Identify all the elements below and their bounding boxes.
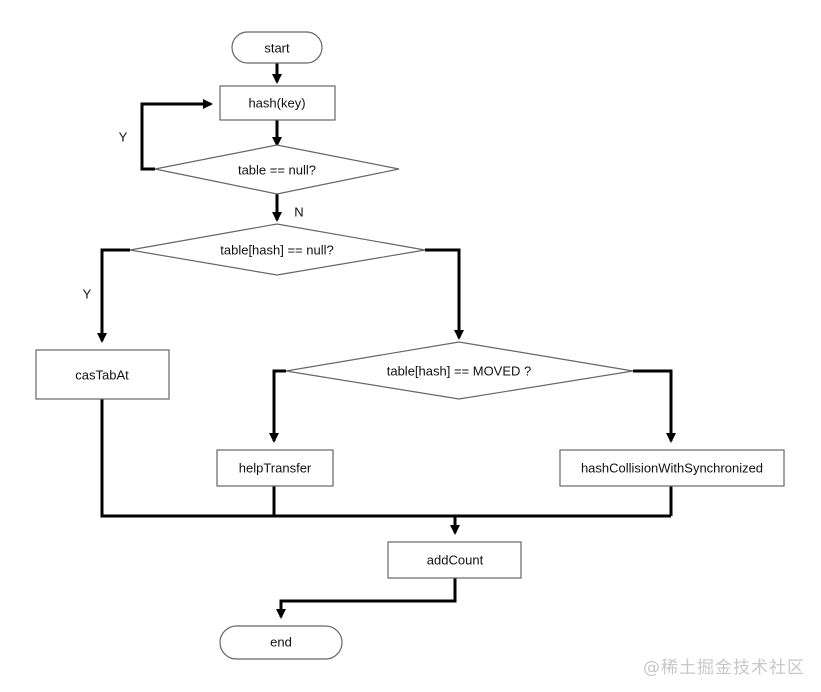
edge-label-bin-yes: Y	[83, 287, 92, 302]
moved-label: table[hash] == MOVED ?	[387, 364, 532, 379]
start-label: start	[264, 41, 290, 56]
edge-label-loop-yes: Y	[119, 130, 128, 145]
edge-add-to-end	[276, 578, 457, 619]
edge-cas-merge	[100, 399, 671, 518]
add-label: addCount	[427, 553, 484, 568]
help-label: helpTransfer	[239, 461, 312, 476]
cas-label: casTabAt	[75, 368, 129, 383]
hash-label: hash(key)	[248, 96, 305, 111]
table-null-decision	[154, 144, 400, 195]
hash-process	[219, 85, 336, 121]
cas-process	[35, 349, 170, 400]
moved-decision	[285, 341, 634, 400]
end-terminal	[219, 625, 343, 660]
bin-null-decision	[129, 223, 426, 276]
add-process	[387, 541, 522, 579]
edge-moved-to-help	[269, 369, 286, 443]
edge-moved-to-sync	[633, 369, 676, 443]
end-label: end	[270, 635, 292, 650]
table-null-label: table == null?	[238, 163, 316, 178]
sync-label: hashCollisionWithSynchronized	[581, 461, 763, 476]
edge-bin-null-yes	[97, 248, 130, 343]
help-process	[216, 449, 334, 487]
start-terminal	[231, 31, 323, 64]
edge-label-table-no: N	[294, 205, 303, 220]
edge-bin-null-no	[425, 248, 464, 340]
sync-process	[559, 449, 785, 487]
bin-null-label: table[hash] == null?	[220, 243, 333, 258]
edge-loop-yes	[140, 99, 213, 171]
watermark: @稀土掘金技术社区	[643, 658, 805, 678]
